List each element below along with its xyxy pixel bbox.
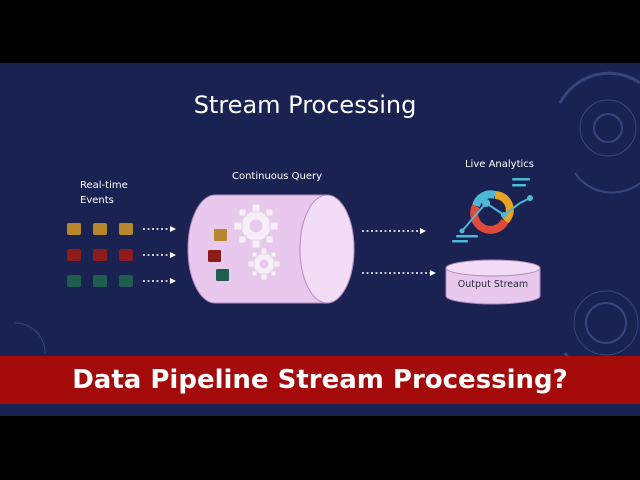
continuous-query-cylinder bbox=[187, 194, 355, 304]
gear-icon-small bbox=[247, 247, 281, 281]
event-gold-1 bbox=[67, 223, 81, 235]
analytics-donut-icon bbox=[470, 190, 514, 234]
input-label: Real-time Events bbox=[80, 178, 128, 208]
output-arrowheads bbox=[420, 228, 436, 276]
output-stream-cylinder bbox=[445, 259, 541, 305]
event-red-2 bbox=[93, 249, 107, 261]
event-red-3 bbox=[119, 249, 133, 261]
processed-event-green bbox=[216, 269, 229, 281]
input-arrowheads bbox=[170, 226, 176, 284]
event-gold-2 bbox=[93, 223, 107, 235]
event-green-1 bbox=[67, 275, 81, 287]
event-green-2 bbox=[93, 275, 107, 287]
analytics-legend-bars bbox=[452, 178, 530, 243]
analytics-label: Live Analytics bbox=[464, 159, 534, 170]
output-arrows bbox=[362, 230, 430, 274]
input-arrows bbox=[143, 228, 170, 282]
banner-text: Data Pipeline Stream Processing? bbox=[72, 365, 568, 395]
event-red-1 bbox=[67, 249, 81, 261]
input-label-line1: Real-time bbox=[80, 180, 128, 191]
event-gold-3 bbox=[119, 223, 133, 235]
analytics-points bbox=[459, 195, 533, 234]
event-green-3 bbox=[119, 275, 133, 287]
processed-event-red bbox=[208, 250, 221, 262]
output-stream-label: Output Stream bbox=[457, 279, 529, 290]
diagram-title: Stream Processing bbox=[193, 91, 417, 119]
event-squares bbox=[67, 223, 133, 287]
processed-event-gold bbox=[214, 229, 227, 241]
processor-label: Continuous Query bbox=[231, 171, 323, 182]
gear-icon-large bbox=[233, 203, 279, 249]
title-banner: Data Pipeline Stream Processing? bbox=[0, 356, 640, 404]
input-label-line2: Events bbox=[80, 195, 114, 206]
